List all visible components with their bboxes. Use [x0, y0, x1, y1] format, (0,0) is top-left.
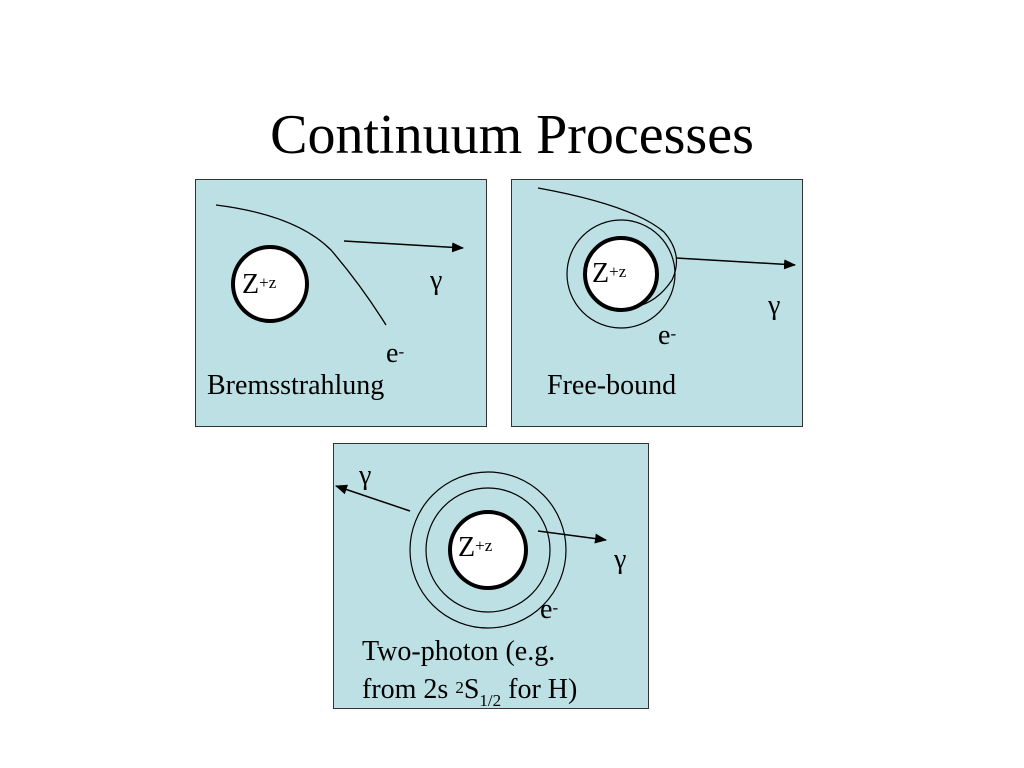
photon-label-right: γ [614, 544, 627, 575]
outer-orbit [409, 471, 567, 629]
nucleus-label: Z+z [242, 269, 277, 300]
free-bound-diagram [537, 187, 796, 329]
photon-arrow [343, 240, 464, 253]
nucleus [231, 245, 309, 323]
slide-title: Continuum Processes [270, 104, 754, 166]
photon-arrow-right [537, 530, 607, 544]
nucleus-label: Z+z [592, 258, 627, 289]
photon-arrow [675, 257, 796, 270]
two-photon-panel: Z+z γ γ e- Two-photon (e.g. from 2s 2S1/… [333, 443, 649, 710]
photon-label-left: γ [359, 460, 372, 491]
photon-label: γ [430, 265, 443, 296]
nucleus [583, 236, 659, 312]
two-photon-diagram [335, 471, 607, 629]
bound-orbit [566, 219, 676, 329]
electron-label: e- [386, 338, 405, 369]
electron-label: e- [658, 320, 677, 351]
bremsstrahlung-caption: Bremsstrahlung [207, 370, 385, 401]
two-photon-caption-line2: from 2s 2S1/2 for H) [362, 674, 578, 710]
free-bound-caption: Free-bound [547, 370, 677, 401]
bremsstrahlung-diagram [215, 204, 464, 326]
nucleus [448, 510, 528, 590]
nucleus-label: Z+z [458, 532, 493, 563]
electron-trajectory [215, 204, 387, 326]
electron-capture-trajectory [537, 187, 678, 309]
bremsstrahlung-panel: Z+z γ e- Bremsstrahlung [195, 179, 487, 427]
free-bound-panel: Z+z γ e- Free-bound [511, 179, 803, 427]
two-photon-caption-line1: Two-photon (e.g. [362, 636, 556, 667]
inner-orbit [425, 487, 551, 613]
photon-arrow-left [335, 484, 411, 512]
photon-label: γ [768, 290, 781, 321]
electron-label: e- [540, 594, 559, 625]
